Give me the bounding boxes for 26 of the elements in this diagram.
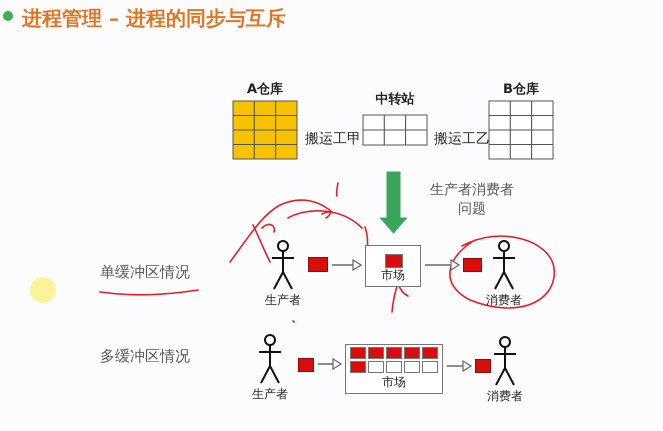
grid-heading: A仓库 xyxy=(246,80,284,98)
text-label: 生产者消费者问题 xyxy=(429,181,515,219)
block-arrow xyxy=(379,172,408,234)
figure-caption: 消费者 xyxy=(486,388,524,405)
text-label: 搬运工甲 xyxy=(305,130,361,148)
market-label: 市场 xyxy=(380,267,406,284)
grid-heading: B仓库 xyxy=(502,80,540,98)
market-label: 市场 xyxy=(381,374,407,391)
arrow xyxy=(332,259,362,271)
text-label: 单缓冲区情况 xyxy=(100,263,190,282)
goods-square xyxy=(298,358,314,372)
text-label: 搬运工乙 xyxy=(434,130,490,148)
market-box xyxy=(345,344,443,394)
goods-square xyxy=(308,257,328,272)
figure-caption: 生产者 xyxy=(251,386,289,403)
slide-title: 进程管理 – 进程的同步与互斥 xyxy=(22,5,286,32)
text-label: 多缓冲区情况 xyxy=(100,347,190,366)
market-box xyxy=(365,245,421,287)
goods-square xyxy=(475,359,491,373)
figure-caption: 消费者 xyxy=(485,292,523,309)
arrow xyxy=(318,358,342,370)
arrow xyxy=(447,360,472,372)
grid-heading: 中转站 xyxy=(374,91,416,108)
arrow xyxy=(425,259,460,271)
goods-square xyxy=(463,258,482,272)
figure-caption: 生产者 xyxy=(264,292,302,309)
